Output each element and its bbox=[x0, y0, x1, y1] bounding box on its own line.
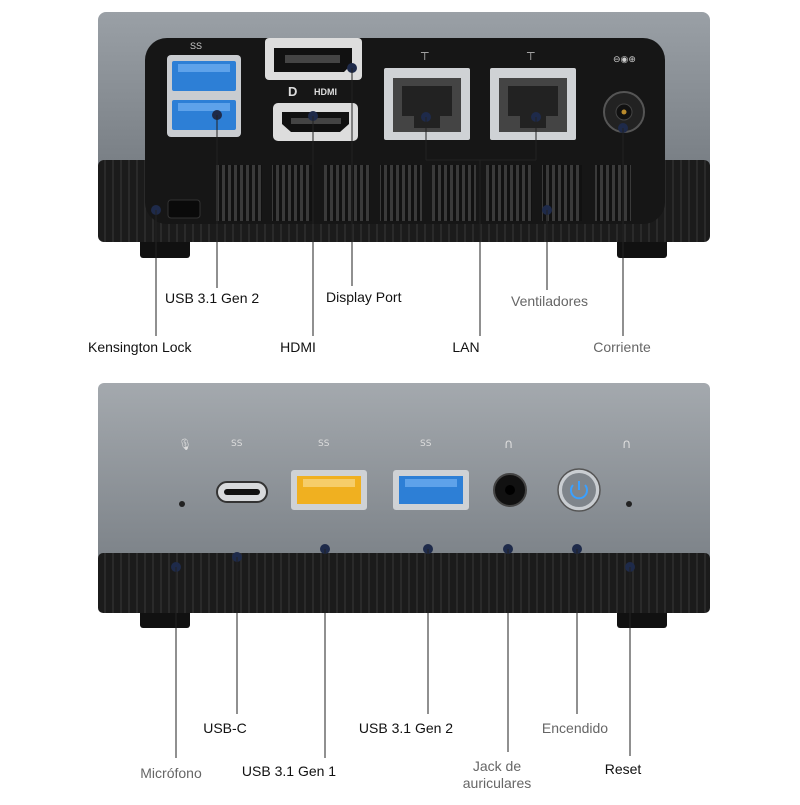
usb-logo-1: SS bbox=[318, 439, 330, 449]
label-lan: LAN bbox=[452, 339, 480, 355]
dp-logo: D bbox=[288, 84, 297, 99]
vents bbox=[216, 165, 631, 221]
rear-view: SS D HDMI ⊤ bbox=[98, 12, 710, 336]
front-bottom-band bbox=[98, 553, 710, 613]
label-reset: Reset bbox=[604, 761, 642, 777]
front-icons: 🎙 SS SS SS ∩ ∩ bbox=[178, 437, 632, 452]
headphone-icon: ∩ bbox=[504, 437, 514, 452]
lan-port-1: ⊤ bbox=[384, 50, 470, 140]
hdmi-port bbox=[273, 103, 358, 141]
label-kensington-lock: Kensington Lock bbox=[88, 339, 192, 355]
front-view: 🎙 SS SS SS ∩ ∩ bbox=[98, 383, 710, 758]
display-port bbox=[265, 38, 362, 80]
label-power: Corriente bbox=[593, 339, 651, 355]
label-headphone-jack: Jack de auriculares bbox=[462, 758, 532, 791]
front-callout-lines bbox=[175, 549, 631, 758]
mic-hole bbox=[179, 501, 185, 507]
lan-ports: ⊤ ⊤ bbox=[384, 50, 576, 140]
label-usb-gen2: USB 3.1 Gen 2 bbox=[358, 720, 454, 736]
label-microphone: Micrófono bbox=[140, 765, 202, 781]
usb-logo-2: SS bbox=[420, 439, 432, 449]
label-usb-gen1: USB 3.1 Gen 1 bbox=[241, 763, 337, 779]
usb-gen1-port bbox=[291, 470, 367, 510]
hdmi-logo: HDMI bbox=[314, 87, 337, 97]
svg-text:⊤: ⊤ bbox=[526, 50, 536, 63]
reset-hole bbox=[626, 501, 632, 507]
label-usb-rear: USB 3.1 Gen 2 bbox=[165, 290, 260, 306]
label-fans: Ventiladores bbox=[511, 293, 589, 309]
lan-port-2: ⊤ bbox=[490, 50, 576, 140]
label-power-button: Encendido bbox=[541, 720, 609, 736]
usb-gen2-port bbox=[393, 470, 469, 510]
rear-callout-lines bbox=[155, 68, 624, 336]
mic-icon: 🎙 bbox=[178, 438, 192, 451]
rear-usb-logo: SS bbox=[190, 41, 202, 51]
rear-usb-ports: SS bbox=[167, 41, 241, 137]
power-button bbox=[557, 468, 601, 512]
kensington-slot bbox=[167, 199, 201, 219]
reset-icon: ∩ bbox=[622, 437, 632, 452]
label-display-port: Display Port bbox=[326, 289, 402, 305]
svg-text:⊤: ⊤ bbox=[420, 50, 430, 63]
svg-text:⊖◉⊕: ⊖◉⊕ bbox=[613, 55, 636, 65]
usb-c-logo: SS bbox=[231, 439, 243, 449]
label-hdmi: HDMI bbox=[280, 339, 316, 355]
label-usb-c: USB-C bbox=[203, 720, 247, 736]
